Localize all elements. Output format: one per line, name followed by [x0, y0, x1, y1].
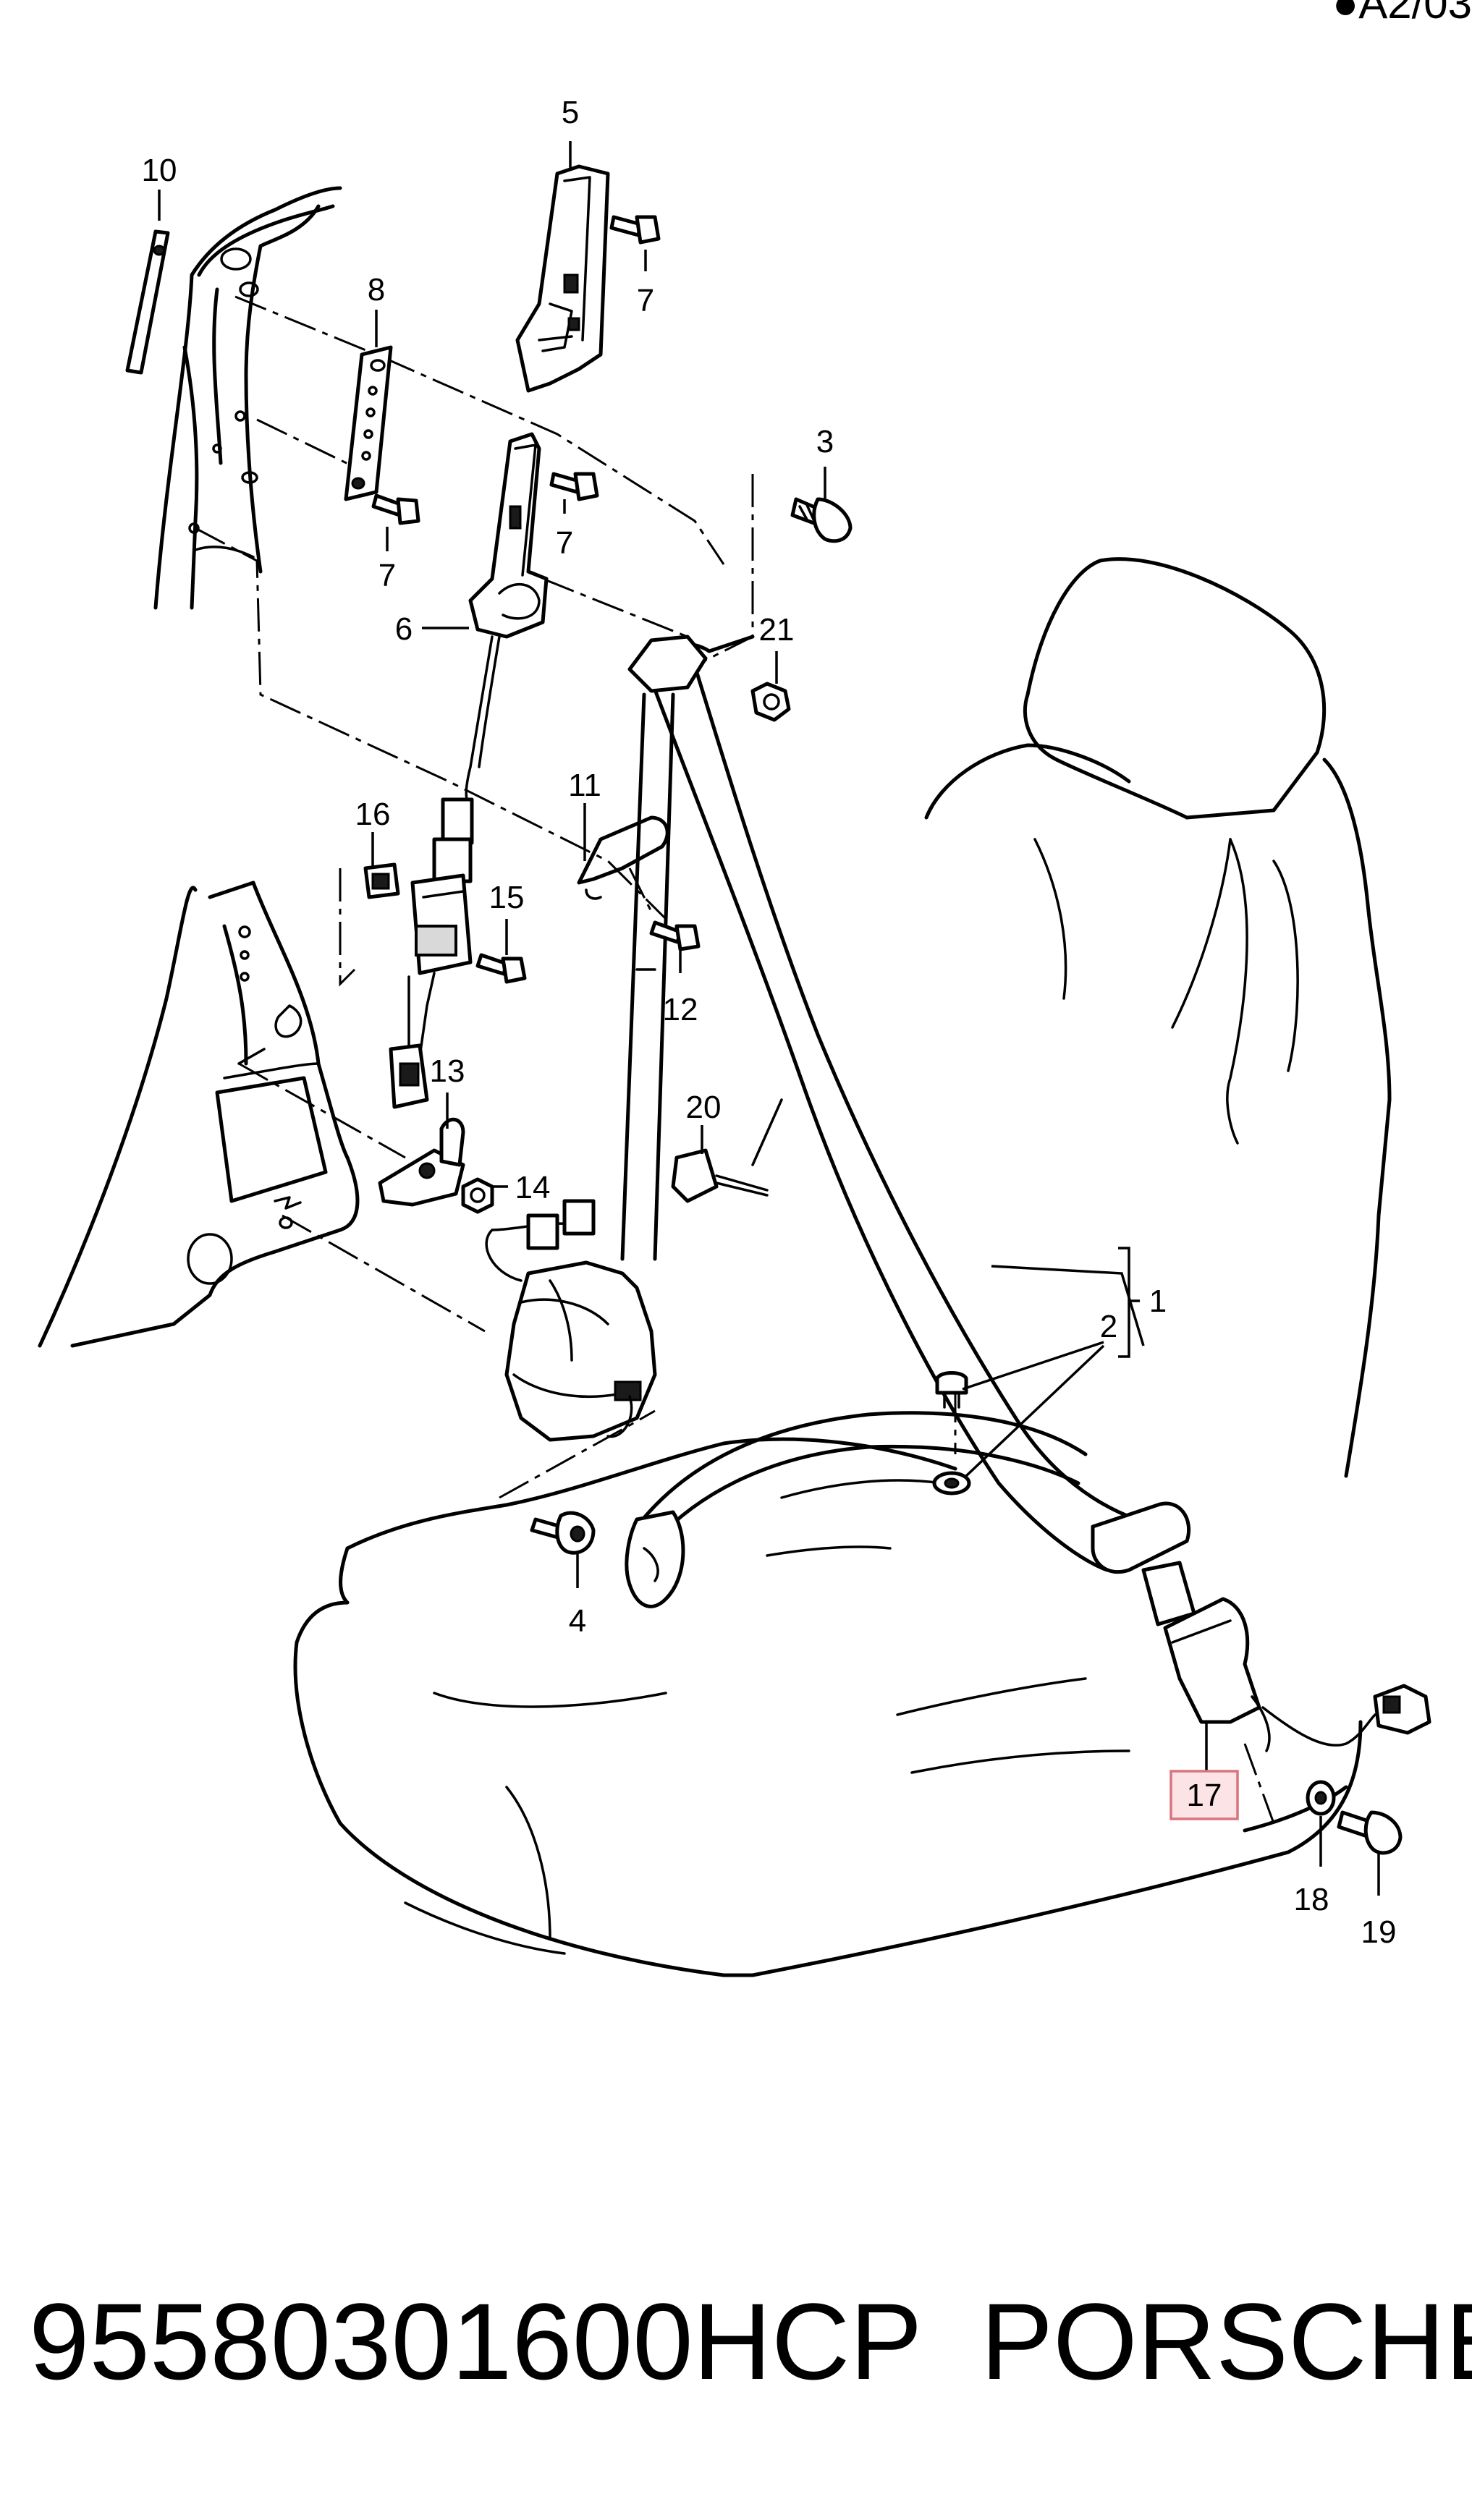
part-11-guide-loop	[577, 815, 669, 900]
callout-16: 16	[355, 797, 391, 832]
callout-14: 14	[515, 1170, 551, 1205]
corner-mark: ●A2/03	[1332, 0, 1472, 27]
part-19-bolt	[1337, 1810, 1403, 1855]
callout-20: 20	[686, 1090, 722, 1125]
callout-8: 8	[368, 272, 385, 307]
callout-1: 1	[1149, 1284, 1167, 1319]
part-4-anchor-bolt	[530, 1511, 596, 1555]
callout-2: 2	[1100, 1309, 1117, 1344]
part-12-bolt	[649, 920, 701, 951]
seat-cushion-outline	[293, 1437, 1363, 1977]
part-10-trim-strip	[125, 229, 170, 375]
part-8-bracket	[344, 345, 393, 501]
brand-name: PORSCHE	[981, 2281, 1472, 2402]
callout-17-highlight	[1169, 1770, 1239, 1820]
lap-belt-anchor	[625, 1411, 1088, 1608]
part-14-nut	[461, 1177, 494, 1214]
callout-12: 12	[663, 992, 698, 1027]
part-3-bolt	[790, 497, 853, 543]
b-pillar-panel	[153, 186, 342, 610]
callout-19: 19	[1361, 1914, 1397, 1950]
callout-7-left: 7	[378, 558, 396, 593]
callout-18: 18	[1294, 1882, 1329, 1917]
part-21-nut	[750, 682, 791, 722]
callout-7-top: 7	[637, 283, 654, 318]
part-5-height-adjuster	[515, 164, 610, 393]
callout-10: 10	[142, 153, 177, 188]
part-13-bracket	[378, 1118, 465, 1207]
callout-13: 13	[430, 1053, 465, 1089]
retractor-assembly	[485, 1199, 657, 1442]
callout-7-mid: 7	[556, 525, 573, 561]
callout-17: 17	[1187, 1778, 1222, 1813]
leader-lines	[158, 141, 1380, 1896]
part-16-clip	[363, 862, 400, 899]
callout-3: 3	[816, 424, 834, 459]
callout-11: 11	[568, 768, 601, 803]
callout-4: 4	[569, 1603, 586, 1639]
callout-21: 21	[759, 612, 795, 648]
part-7-bolts	[371, 215, 661, 525]
callout-6: 6	[395, 611, 413, 647]
part-2-fastener	[932, 1371, 971, 1496]
part-18-washer	[1306, 1780, 1336, 1816]
seat-back-outline	[924, 557, 1392, 1478]
lower-pillar-panel	[38, 881, 360, 1348]
part-20-sensor	[671, 1098, 783, 1203]
assembly-lines	[195, 295, 1275, 1824]
part-6-adjuster-rail	[389, 432, 549, 1109]
part-15-bolt	[475, 953, 527, 984]
part-number: 95580301600HCP	[29, 2281, 923, 2402]
callout-15: 15	[489, 880, 525, 915]
callout-labels: 10 5 7 8 3 7 7 6 21 11 16 15 12 13 20 14…	[142, 95, 1397, 1950]
part-17-buckle	[1091, 1501, 1431, 1752]
callout-5: 5	[562, 95, 579, 130]
